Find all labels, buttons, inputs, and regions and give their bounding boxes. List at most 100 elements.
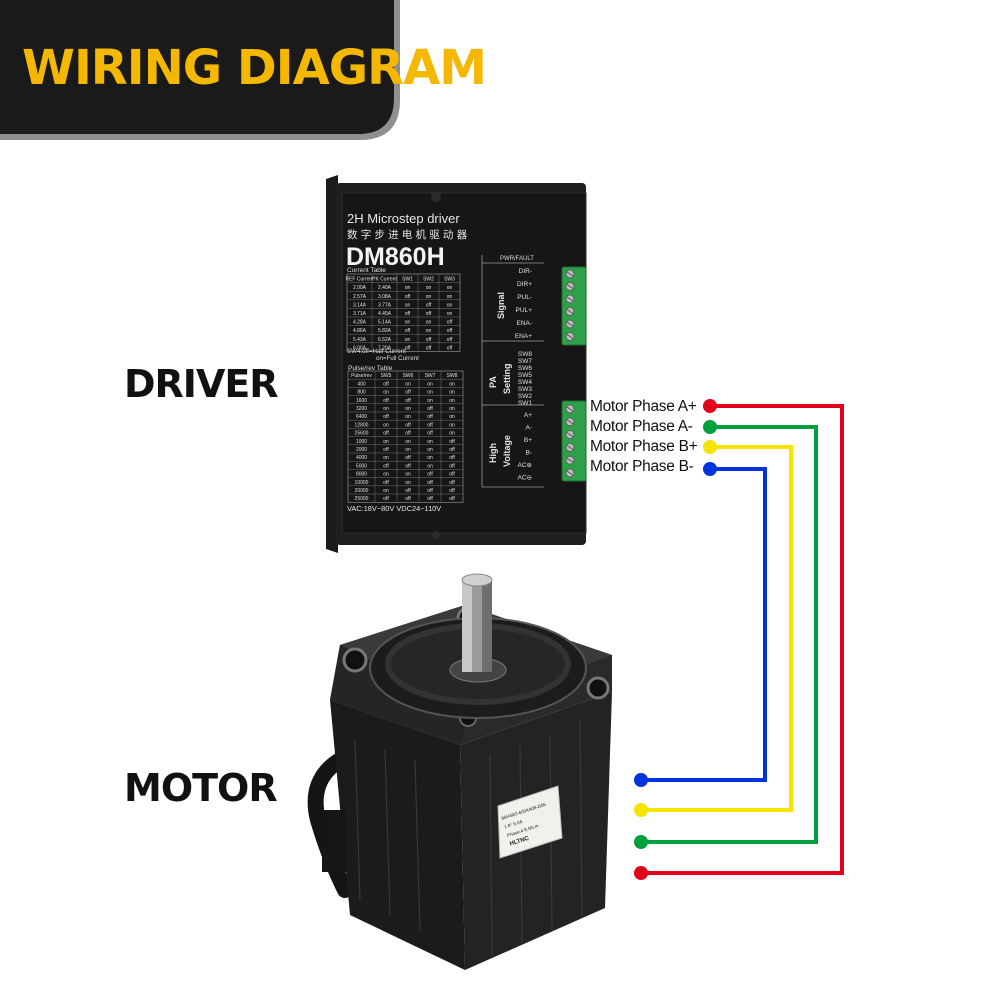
- table-cell: 2.40A: [378, 285, 392, 291]
- table-cell: on: [383, 439, 389, 445]
- sw4-note-2: on=Full Current: [376, 355, 419, 362]
- table-cell: on: [405, 337, 411, 343]
- pulse-table-title: Pulse/rev Table: [348, 365, 393, 372]
- table-cell: 3.71A: [353, 311, 367, 317]
- table-cell: off: [427, 414, 433, 420]
- table-cell: on: [405, 406, 411, 412]
- pa-switch-label: SW7: [518, 358, 532, 365]
- power-pin-label: A-: [526, 425, 533, 432]
- table-cell: on: [405, 302, 411, 308]
- motor-lead-dot: [634, 803, 648, 817]
- voltage-rating: VAC:18V~80V VDC24~110V: [347, 504, 441, 513]
- table-cell: 5.83A: [378, 328, 392, 334]
- table-cell: on: [405, 447, 411, 453]
- table-cell: on: [426, 320, 432, 326]
- table-cell: off: [426, 337, 432, 343]
- table-cell: 5.43A: [353, 337, 367, 343]
- signal-pin-label: PUL+: [516, 307, 533, 314]
- power-pin-label: A+: [524, 412, 532, 419]
- table-cell: on: [449, 381, 455, 387]
- title-tab: [0, 0, 400, 140]
- table-cell: on: [447, 302, 453, 308]
- signal-pin-label: DIR-: [519, 268, 532, 275]
- table-cell: off: [383, 496, 389, 502]
- power-terminal-block: [561, 400, 587, 482]
- table-header-cell: SW3: [444, 277, 455, 283]
- phase-label-a-minus: Motor Phase A-: [590, 418, 693, 435]
- table-header-cell: SW2: [423, 277, 434, 283]
- pa-switch-label: SW4: [518, 379, 532, 386]
- signal-pin-label: PUL-: [517, 294, 532, 301]
- table-cell: off: [426, 302, 432, 308]
- pa-switch-label: SW6: [518, 365, 532, 372]
- table-cell: 8000: [356, 472, 367, 478]
- pa-switch-label: SW5: [518, 372, 532, 379]
- driver-terminal-dot: [703, 399, 717, 413]
- table-cell: on: [427, 439, 433, 445]
- table-cell: on: [427, 390, 433, 396]
- signal-pin-labels: DIR-DIR+PUL-PUL+ENA-ENA+: [515, 268, 532, 340]
- wire-phase-2: [634, 440, 793, 817]
- table-cell: off: [426, 345, 432, 351]
- table-cell: off: [447, 328, 453, 334]
- table-cell: 4.28A: [353, 320, 367, 326]
- table-cell: 7.20A: [378, 345, 392, 351]
- table-cell: off: [427, 406, 433, 412]
- table-cell: on: [383, 455, 389, 461]
- table-cell: off: [427, 422, 433, 428]
- hv-label: High: [488, 443, 498, 463]
- motor-lead-dot: [634, 835, 648, 849]
- pa-label: PA: [488, 376, 498, 388]
- wire-phase-3: [634, 462, 767, 787]
- pa-switch-label: SW8: [518, 351, 532, 358]
- table-cell: on: [427, 447, 433, 453]
- table-cell: on: [427, 463, 433, 469]
- table-cell: on: [383, 472, 389, 478]
- power-pin-label: B-: [526, 450, 533, 457]
- table-cell: on: [447, 311, 453, 317]
- table-cell: off: [383, 398, 389, 404]
- table-cell: on: [427, 381, 433, 387]
- table-cell: on: [449, 398, 455, 404]
- table-cell: 800: [357, 390, 366, 396]
- table-cell: off: [449, 480, 455, 486]
- table-cell: on: [405, 439, 411, 445]
- table-cell: off: [405, 496, 411, 502]
- table-cell: 3.14A: [353, 302, 367, 308]
- table-cell: on: [405, 320, 411, 326]
- wire-phase-1: [634, 420, 818, 849]
- table-cell: on: [426, 294, 432, 300]
- table-cell: 25000: [355, 496, 369, 502]
- signal-terminal-block: [561, 266, 587, 346]
- table-cell: off: [427, 472, 433, 478]
- signal-label: Signal: [496, 292, 506, 319]
- table-cell: off: [405, 398, 411, 404]
- table-header-cell: SW8: [447, 373, 458, 379]
- table-cell: off: [447, 337, 453, 343]
- table-cell: 2.57A: [353, 294, 367, 300]
- table-header-cell: REF Current: [345, 277, 374, 283]
- pa-switch-label: SW3: [518, 386, 532, 393]
- table-cell: 25600: [355, 431, 369, 437]
- sw4-note-1: SW4:off=Half Current: [347, 348, 406, 355]
- table-cell: off: [449, 472, 455, 478]
- driver-terminal-dot: [703, 420, 717, 434]
- table-cell: off: [405, 311, 411, 317]
- table-cell: off: [427, 431, 433, 437]
- table-header-cell: SW1: [402, 277, 413, 283]
- table-cell: off: [383, 414, 389, 420]
- table-cell: on: [383, 422, 389, 428]
- power-pin-label: B+: [524, 437, 532, 444]
- pa-switch-label: SW2: [518, 393, 532, 400]
- table-cell: on: [449, 414, 455, 420]
